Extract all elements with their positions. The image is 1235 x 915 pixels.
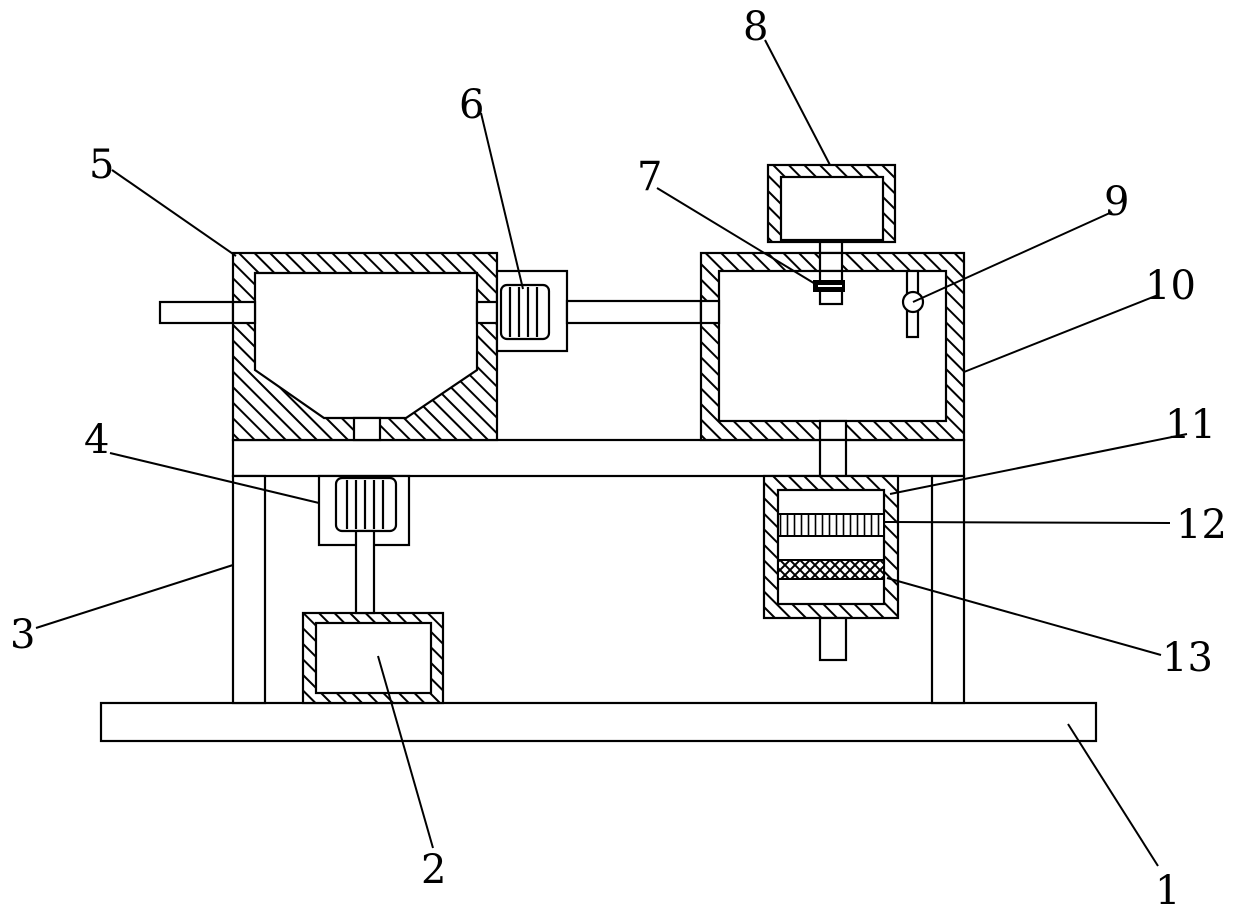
callout-labels: 1 2 3 4 5 6 7 8 9 10 11 12 13 <box>10 4 1227 914</box>
label-13: 13 <box>1162 635 1213 681</box>
coupling-ribs <box>508 287 539 337</box>
label-12: 12 <box>1176 502 1227 548</box>
leader-10 <box>963 294 1159 373</box>
label-6: 6 <box>459 82 484 128</box>
label-8: 8 <box>743 4 768 50</box>
top-box <box>766 163 897 255</box>
label-1: 1 <box>1155 868 1180 914</box>
label-7: 7 <box>637 154 662 200</box>
leader-5 <box>111 169 237 257</box>
label-11: 11 <box>1165 402 1216 448</box>
label-4: 4 <box>84 417 109 463</box>
left-hopper <box>158 251 499 442</box>
filter-layer-ribbed <box>777 513 885 537</box>
label-3: 3 <box>10 612 35 658</box>
leader-1 <box>1067 723 1159 867</box>
nozzle <box>813 251 845 306</box>
leader-4 <box>109 452 320 504</box>
label-5: 5 <box>89 142 114 188</box>
label-10: 10 <box>1145 263 1196 309</box>
leader-2 <box>377 655 434 849</box>
leader-11 <box>889 433 1188 495</box>
leader-12 <box>883 521 1171 524</box>
leader-3 <box>35 564 234 629</box>
label-9: 9 <box>1104 179 1129 225</box>
leader-lines <box>35 39 1188 867</box>
shaft-coupling <box>495 269 703 353</box>
lower-motor <box>317 474 411 615</box>
filter-housing <box>762 438 900 662</box>
label-2: 2 <box>421 847 446 893</box>
leader-9 <box>912 211 1113 303</box>
leader-13 <box>886 577 1162 656</box>
lower-motor-ribs <box>345 480 385 529</box>
leader-8 <box>764 39 831 166</box>
base-plate <box>99 701 1098 743</box>
filter-layer-mesh <box>777 559 885 580</box>
leader-7 <box>656 187 818 286</box>
leader-6 <box>480 112 524 290</box>
lower-box <box>301 611 445 705</box>
